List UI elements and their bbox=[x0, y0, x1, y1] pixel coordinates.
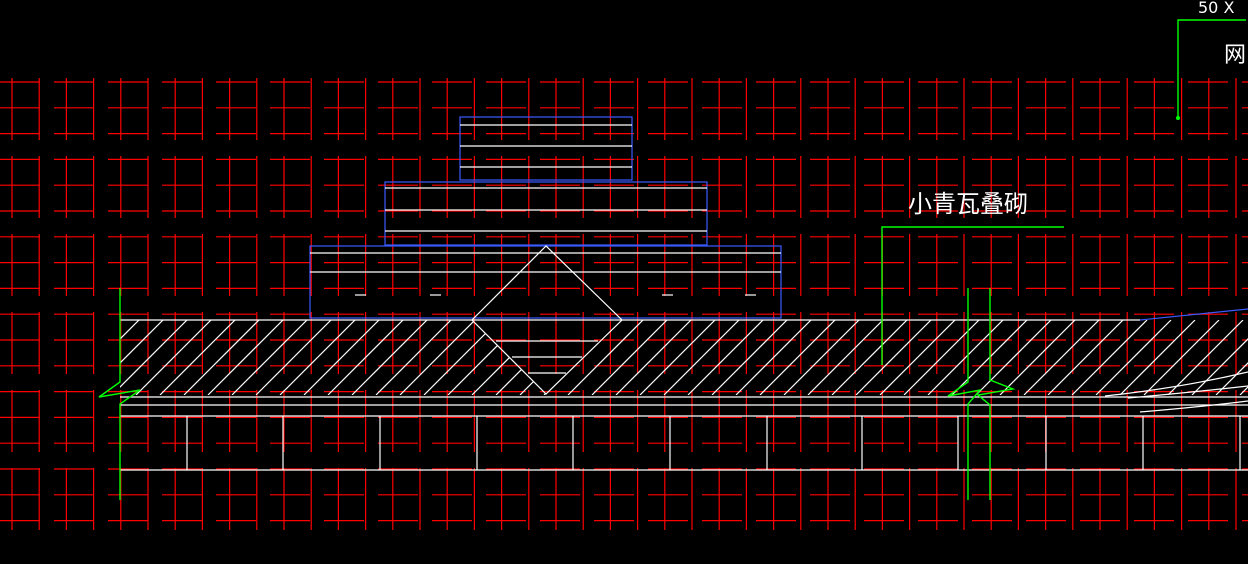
top-dimension-text: 50 X bbox=[1198, 0, 1234, 17]
eave-curve bbox=[1127, 385, 1248, 399]
hatch-line bbox=[687, 320, 764, 395]
hatch-line bbox=[663, 320, 740, 395]
hatch-line bbox=[1215, 320, 1248, 395]
hatch-line bbox=[1143, 320, 1220, 395]
hatch-line bbox=[855, 320, 932, 395]
hatch-line bbox=[615, 320, 692, 395]
hatch-line bbox=[279, 320, 356, 395]
material-label: 小青瓦叠砌 bbox=[908, 190, 1028, 218]
hatch-line bbox=[711, 320, 788, 395]
hatch-line bbox=[807, 320, 884, 395]
hatch-line bbox=[735, 320, 812, 395]
hatch-line bbox=[120, 320, 188, 395]
ridge-ornament bbox=[309, 116, 782, 395]
ridge-middle-tier bbox=[384, 181, 708, 246]
hatch-line bbox=[40, 320, 115, 395]
ridge-top-tier bbox=[459, 116, 633, 181]
hatch-line bbox=[1119, 320, 1196, 395]
break-line-middle-b bbox=[976, 288, 1016, 500]
hatch-line bbox=[423, 320, 500, 395]
hatch-line bbox=[903, 320, 980, 395]
hatch-line bbox=[231, 320, 308, 395]
hatch-line bbox=[759, 320, 836, 395]
hatch-line bbox=[207, 320, 284, 395]
hatch-line bbox=[1047, 320, 1124, 395]
eave-curve bbox=[1139, 400, 1248, 413]
hatch-line bbox=[351, 320, 428, 395]
roof-slope-line bbox=[1139, 308, 1248, 321]
hatch-line bbox=[1239, 320, 1248, 395]
hatch-line bbox=[1023, 320, 1100, 395]
hatch-line bbox=[591, 320, 668, 395]
hatch-line bbox=[1167, 320, 1244, 395]
ridge-bottom-tier bbox=[309, 245, 782, 319]
red-grid bbox=[0, 78, 1248, 534]
leader-end-dot bbox=[1176, 116, 1180, 120]
tile-band-hatching bbox=[40, 320, 1248, 395]
eave-posts bbox=[186, 416, 1241, 470]
hatch-line bbox=[783, 320, 860, 395]
hatch-line bbox=[975, 320, 1052, 395]
hatch-line bbox=[159, 320, 236, 395]
eave-structure bbox=[120, 371, 1248, 471]
hatch-line bbox=[135, 320, 212, 395]
hatch-line bbox=[567, 320, 644, 395]
hatch-line bbox=[399, 320, 476, 395]
hatch-line bbox=[255, 320, 332, 395]
hatch-line bbox=[1191, 320, 1248, 395]
top-right-leader-line bbox=[1177, 19, 1246, 118]
eave-curve bbox=[1104, 371, 1248, 397]
material-leader-line bbox=[881, 226, 1064, 365]
hatch-line bbox=[375, 320, 452, 395]
hatch-line bbox=[879, 320, 956, 395]
break-line-middle-a bbox=[947, 288, 982, 500]
ridge-diamond bbox=[471, 245, 623, 395]
hatch-line bbox=[639, 320, 716, 395]
hatch-line bbox=[831, 320, 908, 395]
hatch-line bbox=[999, 320, 1076, 395]
break-line-left bbox=[98, 288, 141, 500]
hatch-line bbox=[183, 320, 260, 395]
hatch-line bbox=[303, 320, 380, 395]
hatch-line bbox=[120, 320, 164, 395]
hatch-line bbox=[1095, 320, 1172, 395]
hatch-line bbox=[447, 320, 524, 395]
hatch-line bbox=[1071, 320, 1148, 395]
hatch-line bbox=[120, 320, 140, 395]
right-label-text: 网 bbox=[1224, 43, 1246, 68]
hatch-line bbox=[327, 320, 404, 395]
